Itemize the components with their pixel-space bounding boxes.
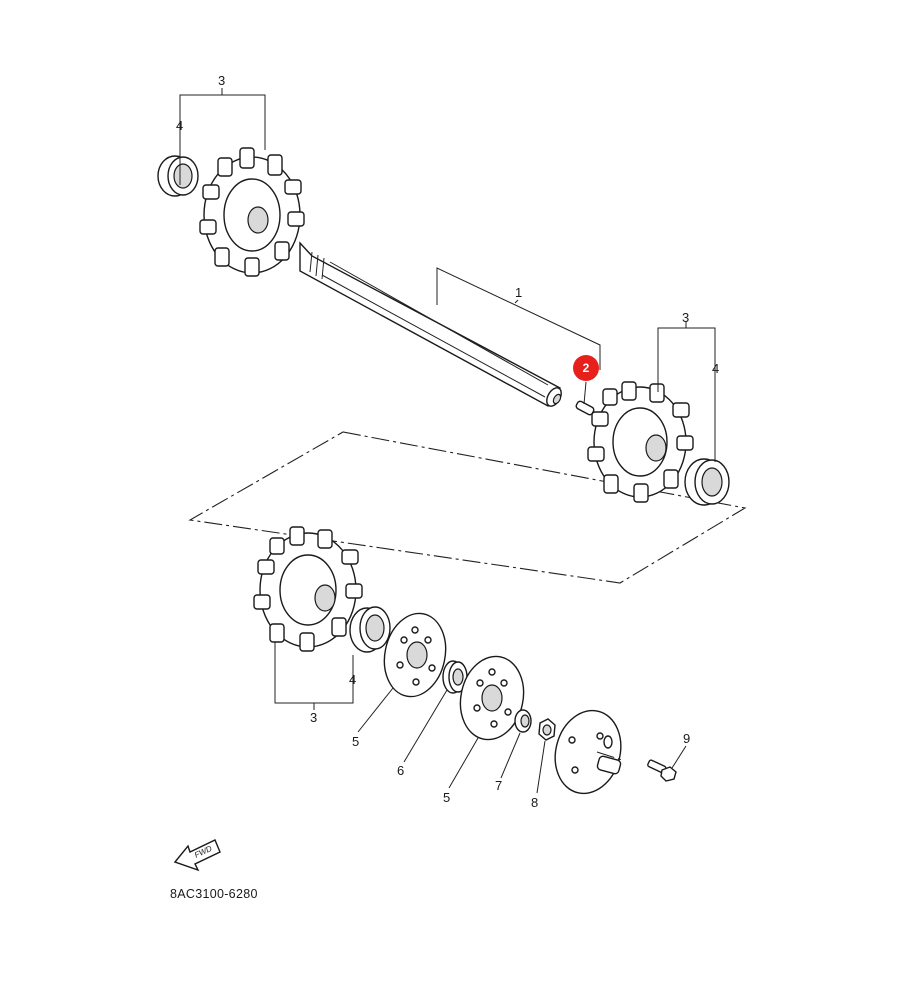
- washer-7[interactable]: [514, 709, 532, 733]
- bolt-9[interactable]: [647, 759, 677, 782]
- plate-front[interactable]: [377, 608, 453, 703]
- sprocket-right[interactable]: [587, 381, 694, 503]
- bearing-top-left[interactable]: [157, 155, 199, 197]
- sprocket-lower[interactable]: [253, 526, 363, 652]
- callout-bearing-right: 4: [712, 361, 719, 376]
- highlight-marker: [573, 355, 599, 381]
- callout-bearing-lower: 4: [349, 672, 356, 687]
- fwd-arrow-icon: FWD: [173, 839, 221, 872]
- plate-rear[interactable]: [453, 650, 531, 745]
- sprocket-top-left[interactable]: [199, 147, 305, 277]
- hub-flange[interactable]: [546, 703, 630, 801]
- drive-shaft[interactable]: [299, 241, 564, 409]
- bearing-right[interactable]: [684, 458, 730, 506]
- callout-washer-7: 7: [495, 778, 502, 793]
- callout-nut-8: 8: [531, 795, 538, 810]
- drawing-code: 8AC3100-6280: [170, 887, 258, 901]
- callout-bearing-top-left: 4: [176, 118, 183, 133]
- callout-bearing-6: 6: [397, 763, 404, 778]
- callout-plate-rear: 5: [443, 790, 450, 805]
- callout-sprocket-right: 3: [682, 310, 689, 325]
- nut-8[interactable]: [538, 718, 556, 741]
- callout-sprocket-top-left: 3: [218, 73, 225, 88]
- bearing-6[interactable]: [442, 660, 468, 694]
- callout-plate-front: 5: [352, 734, 359, 749]
- callout-bolt-9: 9: [683, 731, 690, 746]
- callout-labels: 1 3 4 3 4 3 4 5 6 5 7 8 9: [176, 73, 719, 810]
- callout-pin: 2: [583, 361, 590, 375]
- bearing-lower[interactable]: [349, 606, 391, 653]
- callout-shaft: 1: [515, 285, 522, 300]
- highlighted-callout-pin[interactable]: 2: [573, 355, 599, 381]
- leader-lines: [179, 88, 716, 794]
- callout-sprocket-lower: 3: [310, 710, 317, 725]
